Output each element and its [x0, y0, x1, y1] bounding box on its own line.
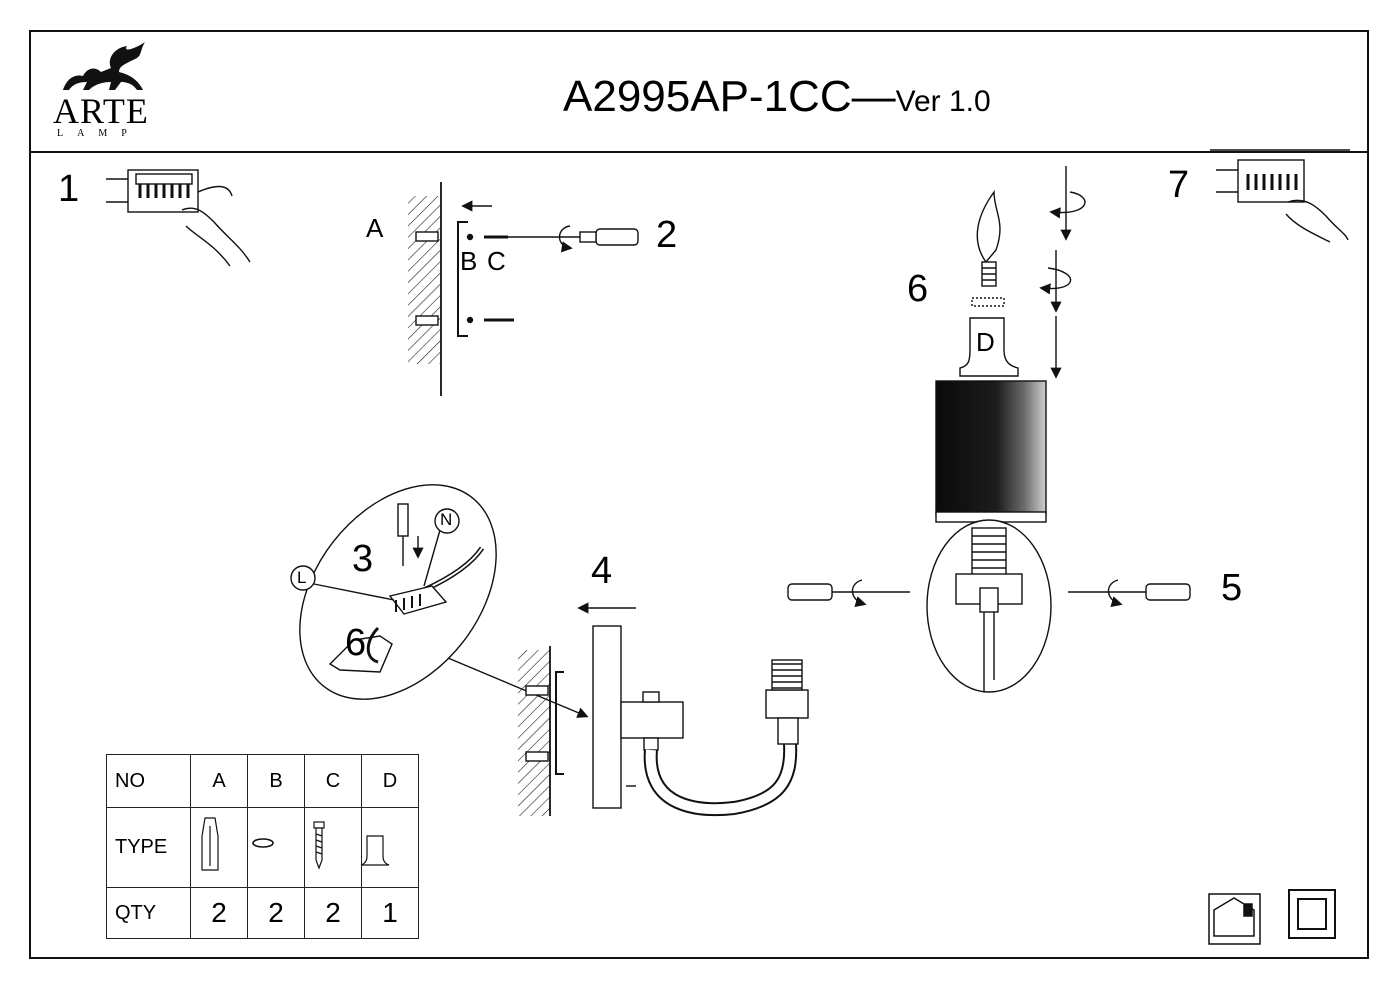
- indoor-use-icon: [1208, 893, 1261, 945]
- label-c: C: [487, 246, 506, 276]
- row-header-qty: QTY: [106, 887, 191, 939]
- type-cell-d: [361, 807, 419, 888]
- wiring-detail: [290, 484, 589, 718]
- griffin-logo-icon: [63, 42, 145, 90]
- type-cell-a: [190, 807, 248, 888]
- step-number-5: 5: [1221, 567, 1243, 609]
- type-cell-c: [304, 807, 362, 888]
- class-ii-insulation-icon: [1288, 889, 1336, 939]
- step-number-2: 2: [656, 214, 678, 256]
- row-header-type: TYPE: [106, 807, 191, 888]
- step4-fixture-arm: [518, 602, 809, 817]
- step-number-6-wiring: 6: [345, 622, 367, 664]
- col-b: B: [247, 754, 305, 808]
- lamp-assembly: [787, 166, 1191, 693]
- type-cell-b: [247, 807, 305, 888]
- col-d: D: [361, 754, 419, 808]
- logo-subtitle: LAMP: [57, 128, 141, 139]
- step-number-4: 4: [591, 550, 613, 592]
- table-row-no: NO A B C D: [106, 754, 419, 808]
- label-d: D: [976, 327, 995, 357]
- label-n: N: [440, 510, 453, 529]
- label-b: B: [460, 246, 478, 276]
- header: ARTE LAMP A2995AP-1CC—Ver 1.0: [31, 32, 1367, 153]
- parts-table: NO A B C D TYPE QTY 2 2 2 1: [106, 754, 419, 939]
- version-label: Ver 1.0: [895, 85, 991, 118]
- step-number-7: 7: [1168, 164, 1190, 206]
- table-row-type: TYPE: [106, 807, 419, 888]
- title-dash: —: [851, 72, 896, 121]
- qty-b: 2: [247, 887, 305, 939]
- instruction-sheet: ARTE LAMP A2995AP-1CC—Ver 1.0: [29, 30, 1369, 959]
- model-number: A2995AP-1CC: [563, 72, 852, 121]
- document-title: A2995AP-1CC—Ver 1.0: [563, 72, 991, 122]
- qty-c: 2: [304, 887, 362, 939]
- step-number-1: 1: [58, 168, 80, 210]
- step2-wall-mount: [408, 182, 639, 396]
- qty-a: 2: [190, 887, 248, 939]
- step-number-3: 3: [352, 538, 374, 580]
- step-number-6-bulb: 6: [907, 268, 929, 310]
- table-row-qty: QTY 2 2 2 1: [106, 887, 419, 939]
- label-l: L: [297, 568, 307, 587]
- step1-terminal-icon: [106, 169, 251, 267]
- logo-wordmark: ARTE: [53, 91, 149, 131]
- col-c: C: [304, 754, 362, 808]
- col-a: A: [190, 754, 248, 808]
- step7-terminal-icon: [1210, 149, 1350, 243]
- row-header-no: NO: [106, 754, 191, 808]
- qty-d: 1: [361, 887, 419, 939]
- label-a: A: [366, 213, 384, 243]
